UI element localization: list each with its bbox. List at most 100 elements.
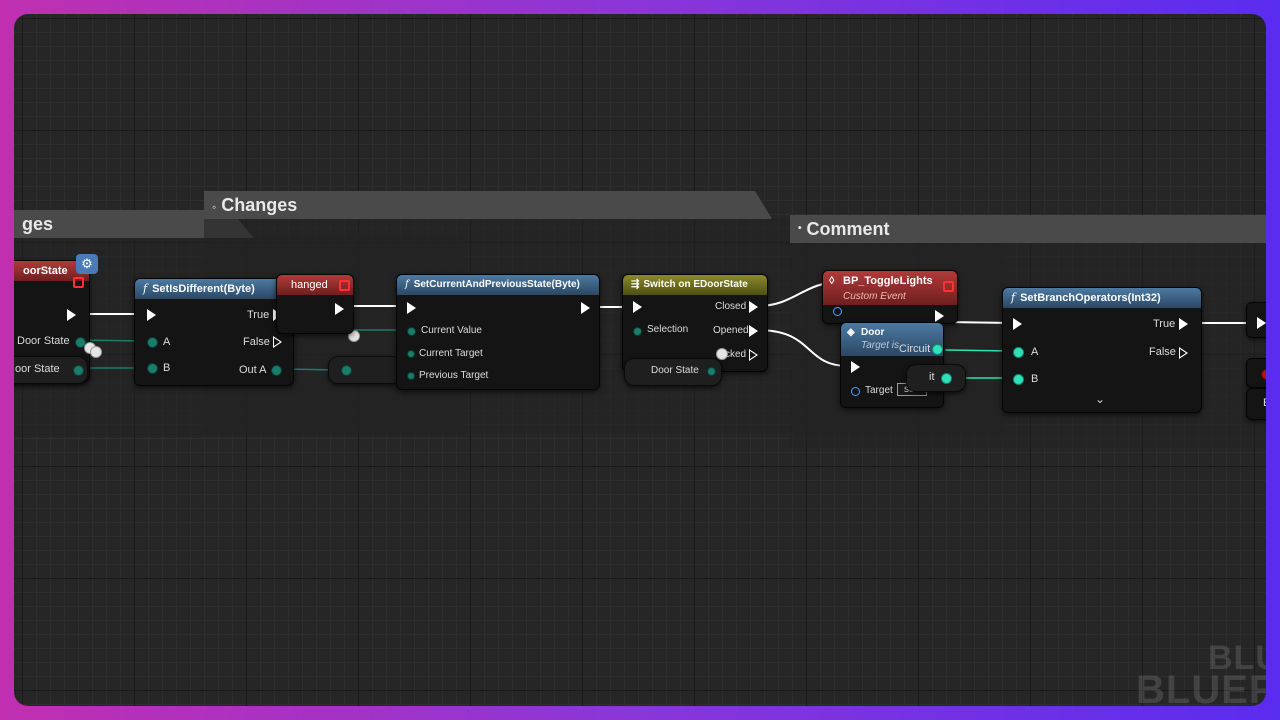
watermark-line1: BLU	[1208, 639, 1266, 677]
door-state-label-2: oor State	[15, 363, 60, 375]
branch-exec-in-pin[interactable]	[1013, 318, 1022, 330]
offscreen-node-3[interactable]: E	[1246, 388, 1266, 420]
locked-exec-pin[interactable]	[749, 349, 758, 361]
delegate-out-pin[interactable]	[833, 307, 842, 316]
bp-toggle-lights-title: BP_ToggleLights	[843, 275, 933, 287]
toggle-exec-out-pin[interactable]	[935, 310, 944, 322]
switch-title: Switch on EDoorState	[643, 279, 748, 290]
branch-a-pin[interactable]	[1013, 347, 1024, 358]
door-state-var-node[interactable]: Door State	[624, 358, 722, 386]
reroute-node-2[interactable]	[90, 346, 102, 358]
changed-event-header: hanged	[277, 275, 353, 295]
offscreen-red-pin[interactable]	[1261, 369, 1266, 380]
switch-icon: ⇶	[631, 279, 640, 290]
door-getter-icon: ◈	[847, 327, 855, 338]
set-current-and-previous-state-node[interactable]: f SetCurrentAndPreviousState(Byte) Curren…	[396, 274, 600, 390]
door-state-getter-left[interactable]: oor State	[14, 356, 88, 384]
door-state-label-1: Door State	[17, 335, 70, 347]
branch-false-label: False	[1149, 346, 1176, 358]
circuit2-out-pin[interactable]	[941, 373, 952, 384]
branch-true-pin[interactable]	[1179, 318, 1188, 330]
a-label: A	[163, 336, 171, 348]
delegate-square-icon	[73, 277, 84, 288]
true-label: True	[247, 309, 270, 321]
door-state-out-pin-2[interactable]	[73, 365, 84, 376]
current-target-pin[interactable]	[407, 350, 415, 358]
delegate-square-icon-2	[339, 280, 350, 291]
blueprint-graph-canvas[interactable]: ges ◦ Changes • Comment	[14, 14, 1266, 706]
bp-toggle-lights-event-node[interactable]: ◊ BP_ToggleLights Custom Event	[822, 270, 958, 324]
changed-event-title: hanged	[291, 279, 328, 291]
door-state-event-title: oorState	[23, 265, 68, 277]
door-state-var-pin[interactable]	[707, 367, 716, 376]
circuit-out-pin[interactable]	[932, 344, 943, 355]
comment-left-title: ges	[22, 214, 54, 234]
target-pin-icon[interactable]	[851, 387, 860, 396]
exec-in-pin[interactable]	[147, 309, 156, 321]
door-getter-header: ◈ Door Target is	[841, 323, 943, 356]
watermark-line2: BLUEF	[1136, 668, 1266, 706]
switch-exec-in-pin[interactable]	[633, 301, 642, 313]
current-target-label: Current Target	[419, 348, 483, 359]
reroute-var-pin[interactable]	[341, 365, 352, 376]
current-value-label: Current Value	[421, 325, 482, 336]
target-label: Target	[865, 385, 893, 396]
circuit-var-node[interactable]: it	[906, 364, 966, 392]
comment-middle-title: Changes	[221, 195, 298, 215]
closed-exec-pin[interactable]	[749, 301, 758, 313]
offscreen-node-1[interactable]	[1246, 302, 1266, 338]
offscreen-label: E	[1263, 397, 1266, 409]
door-getter-subtitle: Target is	[861, 340, 899, 351]
branch-true-label: True	[1153, 318, 1176, 330]
comment-box-middle-header[interactable]: ◦ Changes	[204, 191, 772, 219]
reroute-var-node[interactable]	[328, 356, 402, 384]
offscreen-node-2[interactable]	[1246, 358, 1266, 388]
event-diamond-icon: ◊	[829, 275, 835, 287]
chevron-down-icon[interactable]: ⌄	[1095, 392, 1106, 406]
exec-wire-opened	[757, 329, 849, 367]
comment-box-right-header[interactable]: • Comment	[790, 215, 1266, 243]
selection-label: Selection	[647, 324, 689, 335]
door-state-var-label: Door State	[651, 365, 699, 376]
opened-exec-pin[interactable]	[749, 325, 758, 337]
changed-exec-out-pin[interactable]	[335, 303, 344, 315]
bp-toggle-lights-header: ◊ BP_ToggleLights Custom Event	[823, 271, 957, 305]
reroute-node-4[interactable]	[716, 348, 728, 360]
exec-in-pin-2[interactable]	[407, 302, 416, 314]
delegate-square-icon-3	[943, 281, 954, 292]
circuit2-label: it	[929, 371, 935, 383]
branch-b-pin[interactable]	[1013, 374, 1024, 385]
set-is-different-title: SetIsDifferent(Byte)	[152, 283, 255, 295]
a-input-pin[interactable]	[147, 337, 158, 348]
bp-toggle-lights-subtitle: Custom Event	[843, 291, 906, 302]
out-a-pin[interactable]	[271, 365, 282, 376]
switch-on-edoorstate-node[interactable]: ⇶Switch on EDoorState Closed Selection O…	[622, 274, 768, 372]
function-icon: f	[143, 282, 148, 295]
offscreen-exec-pin[interactable]	[1257, 317, 1266, 329]
door-getter-title: Door	[861, 327, 885, 338]
selection-pin[interactable]	[633, 327, 642, 336]
branch-false-pin[interactable]	[1179, 347, 1188, 359]
door-exec-in-pin[interactable]	[851, 361, 860, 373]
function-icon-2: f	[405, 279, 409, 290]
circuit-label: Circuit	[899, 343, 931, 355]
previous-target-label: Previous Target	[419, 370, 489, 381]
comment-right-icon: •	[798, 223, 802, 234]
false-label: False	[243, 336, 270, 348]
comment-right-title: Comment	[806, 219, 890, 239]
previous-target-pin[interactable]	[407, 372, 415, 380]
set-current-and-previous-header: f SetCurrentAndPreviousState(Byte)	[397, 275, 599, 295]
changed-event-node[interactable]: hanged	[276, 274, 354, 334]
current-value-pin[interactable]	[407, 327, 416, 336]
set-current-and-previous-title: SetCurrentAndPreviousState(Byte)	[413, 279, 580, 290]
b-label: B	[163, 362, 171, 374]
exec-out-pin-2[interactable]	[581, 302, 590, 314]
exec-out-pin[interactable]	[67, 309, 76, 321]
false-exec-pin[interactable]	[273, 336, 282, 348]
event-graph-icon: ⚙	[76, 254, 98, 274]
b-input-pin[interactable]	[147, 363, 158, 374]
wires-layer	[73, 281, 1261, 379]
